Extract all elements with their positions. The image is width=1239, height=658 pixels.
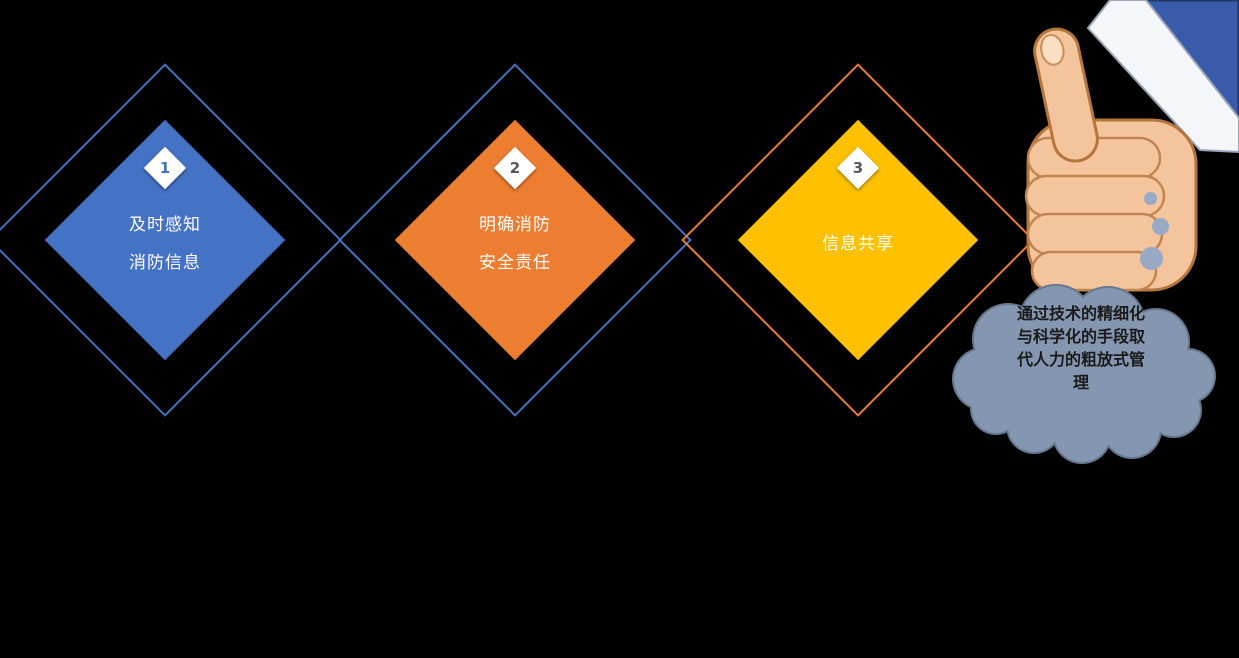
- step-1-label: 及时感知 消防信息: [80, 206, 250, 282]
- step-1-label-line-1: 及时感知: [129, 215, 201, 235]
- thought-bubble-small-icon: [1144, 192, 1157, 205]
- step-3-label-line-1: 信息共享: [822, 234, 894, 254]
- cloud-text-line-4: 理: [1072, 373, 1089, 392]
- cloud-text-line-1: 通过技术的精细化: [1016, 304, 1145, 323]
- thought-cloud-icon: [952, 284, 1216, 464]
- thought-cloud-text: 通过技术的精细化 与科学化的手段取 代人力的粗放式管 理: [966, 302, 1196, 394]
- step-3-label: 信息共享: [773, 225, 943, 263]
- step-3-number: 3: [852, 159, 864, 177]
- step-3-number-badge: 3: [836, 146, 880, 190]
- step-2-label-line-1: 明确消防: [479, 215, 551, 235]
- step-2-number-badge: 2: [493, 146, 537, 190]
- thought-bubble-large-icon: [1140, 247, 1163, 270]
- step-1-number: 1: [159, 159, 171, 177]
- thought-bubble-medium-icon: [1152, 218, 1169, 235]
- step-1-label-line-2: 消防信息: [129, 253, 201, 273]
- step-2-number: 2: [509, 159, 521, 177]
- thumbs-up-hand-icon: [1024, 0, 1239, 292]
- step-2-label: 明确消防 安全责任: [430, 206, 600, 282]
- step-1-number-badge: 1: [143, 146, 187, 190]
- cloud-text-line-2: 与科学化的手段取: [1016, 327, 1145, 346]
- cloud-text-line-3: 代人力的粗放式管: [1016, 350, 1145, 369]
- step-2-label-line-2: 安全责任: [479, 253, 551, 273]
